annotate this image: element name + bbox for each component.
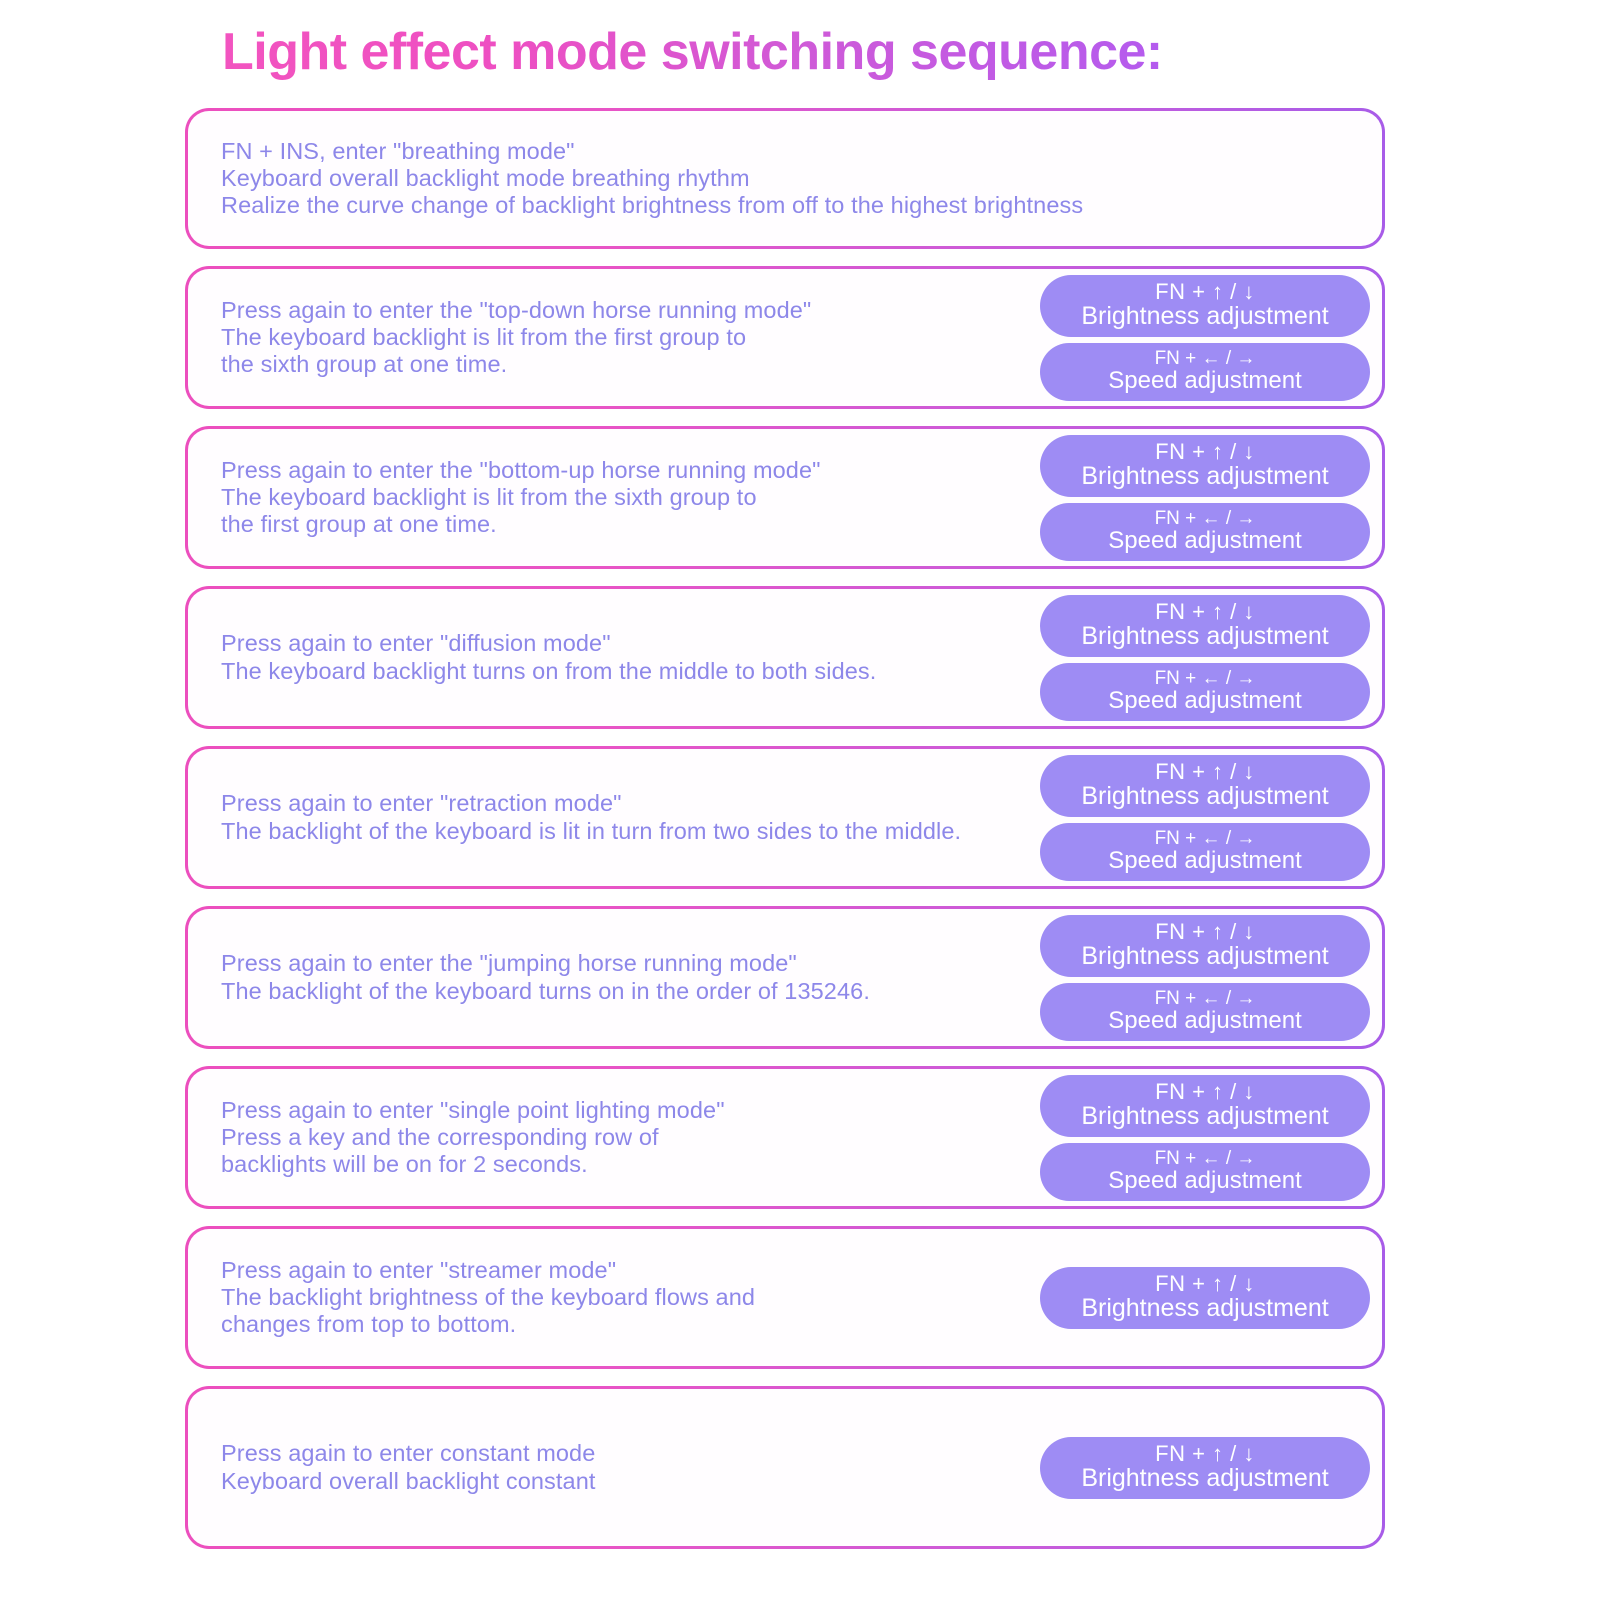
mode-card: Press again to enter "single point light… (185, 1066, 1385, 1209)
mode-card: Press again to enter the "top-down horse… (185, 266, 1385, 409)
speed-pill-label: Speed adjustment (1108, 1006, 1302, 1034)
brightness-shortcut-keys: FN + ↑ / ↓ (1155, 1270, 1255, 1296)
brightness-pill-label: Brightness adjustment (1081, 301, 1329, 330)
brightness-shortcut-keys: FN + ↑ / ↓ (1155, 1078, 1255, 1104)
mode-description: Press again to enter "single point light… (221, 1096, 725, 1178)
brightness-shortcut-keys: FN + ↑ / ↓ (1155, 438, 1255, 464)
mode-description: Press again to enter the "jumping horse … (221, 950, 870, 1004)
brightness-pill-label: Brightness adjustment (1081, 461, 1329, 490)
speed-pill-label: Speed adjustment (1108, 366, 1302, 394)
mode-card: Press again to enter the "bottom-up hors… (185, 426, 1385, 569)
brightness-pill-label: Brightness adjustment (1081, 1101, 1329, 1130)
speed-pill-label: Speed adjustment (1108, 526, 1302, 554)
brightness-pill-label: Brightness adjustment (1081, 781, 1329, 810)
brightness-shortcut-keys: FN + ↑ / ↓ (1155, 278, 1255, 304)
mode-card: Press again to enter "retraction mode" T… (185, 746, 1385, 889)
brightness-adjustment-pill[interactable]: FN + ↑ / ↓Brightness adjustment (1040, 754, 1370, 817)
mode-description: Press again to enter "retraction mode" T… (221, 790, 962, 844)
brightness-adjustment-pill[interactable]: FN + ↑ / ↓Brightness adjustment (1040, 594, 1370, 657)
speed-adjustment-pill[interactable]: FN + ← / →Speed adjustment (1040, 502, 1370, 561)
mode-card: FN + INS, enter "breathing mode" Keyboar… (185, 108, 1385, 249)
speed-shortcut-keys: FN + ← / → (1154, 347, 1256, 369)
brightness-shortcut-keys: FN + ↑ / ↓ (1155, 598, 1255, 624)
brightness-adjustment-pill[interactable]: FN + ↑ / ↓Brightness adjustment (1040, 1074, 1370, 1137)
speed-adjustment-pill[interactable]: FN + ← / →Speed adjustment (1040, 662, 1370, 721)
speed-pill-label: Speed adjustment (1108, 846, 1302, 874)
speed-pill-label: Speed adjustment (1108, 1166, 1302, 1194)
brightness-adjustment-pill[interactable]: FN + ↑ / ↓Brightness adjustment (1040, 434, 1370, 497)
shortcut-pill-group: FN + ↑ / ↓Brightness adjustment (1040, 1266, 1370, 1329)
mode-description: Press again to enter the "bottom-up hors… (221, 456, 821, 538)
mode-description: Press again to enter "streamer mode" The… (221, 1256, 756, 1338)
brightness-adjustment-pill[interactable]: FN + ↑ / ↓Brightness adjustment (1040, 1266, 1370, 1329)
speed-shortcut-keys: FN + ← / → (1154, 667, 1256, 689)
speed-pill-label: Speed adjustment (1108, 686, 1302, 714)
mode-description: Press again to enter "diffusion mode" Th… (221, 630, 877, 684)
mode-description: FN + INS, enter "breathing mode" Keyboar… (221, 137, 1084, 219)
speed-adjustment-pill[interactable]: FN + ← / →Speed adjustment (1040, 1142, 1370, 1201)
brightness-shortcut-keys: FN + ↑ / ↓ (1155, 918, 1255, 944)
brightness-pill-label: Brightness adjustment (1081, 1293, 1329, 1322)
brightness-shortcut-keys: FN + ↑ / ↓ (1155, 758, 1255, 784)
brightness-pill-label: Brightness adjustment (1081, 1463, 1329, 1492)
brightness-shortcut-keys: FN + ↑ / ↓ (1155, 1440, 1255, 1466)
brightness-pill-label: Brightness adjustment (1081, 621, 1329, 650)
speed-shortcut-keys: FN + ← / → (1154, 1147, 1256, 1169)
page-title: Light effect mode switching sequence: (222, 23, 1163, 81)
brightness-adjustment-pill[interactable]: FN + ↑ / ↓Brightness adjustment (1040, 1436, 1370, 1499)
brightness-adjustment-pill[interactable]: FN + ↑ / ↓Brightness adjustment (1040, 274, 1370, 337)
mode-card: Press again to enter constant mode Keybo… (185, 1386, 1385, 1549)
mode-card: Press again to enter the "jumping horse … (185, 906, 1385, 1049)
mode-description: Press again to enter constant mode Keybo… (221, 1440, 596, 1494)
speed-adjustment-pill[interactable]: FN + ← / →Speed adjustment (1040, 982, 1370, 1041)
speed-adjustment-pill[interactable]: FN + ← / →Speed adjustment (1040, 822, 1370, 881)
brightness-pill-label: Brightness adjustment (1081, 941, 1329, 970)
mode-card-list: FN + INS, enter "breathing mode" Keyboar… (185, 108, 1385, 1566)
mode-card: Press again to enter "streamer mode" The… (185, 1226, 1385, 1369)
shortcut-pill-group: FN + ↑ / ↓Brightness adjustment (1040, 1436, 1370, 1499)
mode-description: Press again to enter the "top-down horse… (221, 296, 812, 378)
speed-shortcut-keys: FN + ← / → (1154, 827, 1256, 849)
speed-shortcut-keys: FN + ← / → (1154, 987, 1256, 1009)
brightness-adjustment-pill[interactable]: FN + ↑ / ↓Brightness adjustment (1040, 914, 1370, 977)
speed-adjustment-pill[interactable]: FN + ← / →Speed adjustment (1040, 342, 1370, 401)
speed-shortcut-keys: FN + ← / → (1154, 507, 1256, 529)
mode-card: Press again to enter "diffusion mode" Th… (185, 586, 1385, 729)
